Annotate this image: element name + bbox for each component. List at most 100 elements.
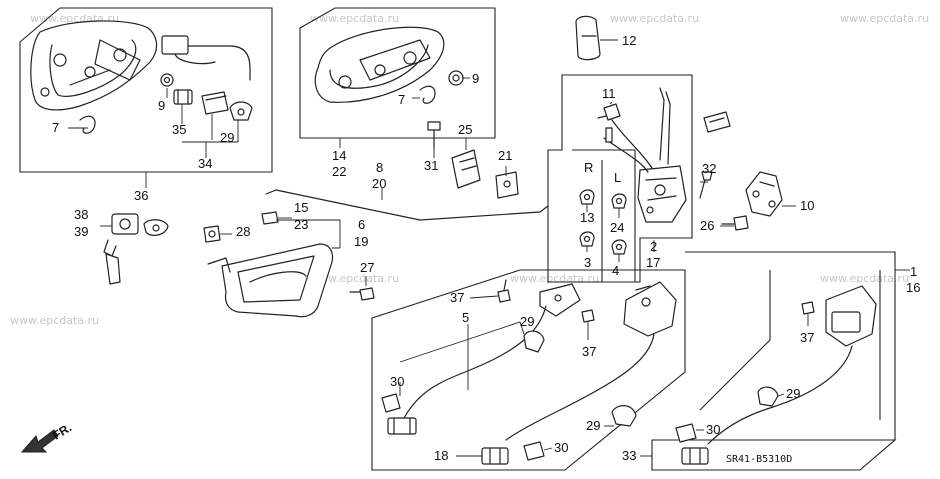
actuator-17 <box>505 281 677 441</box>
clip-13 <box>579 189 595 205</box>
connector-30-mid <box>523 441 545 461</box>
clip-29-low <box>611 405 637 427</box>
leader-lines <box>68 39 910 457</box>
clip-37-right <box>801 301 815 315</box>
outer-handle-right <box>314 26 445 103</box>
code-frame <box>651 439 897 471</box>
pad-25 <box>451 149 481 189</box>
clip-9-left <box>160 73 174 87</box>
connector-5-end <box>387 417 417 435</box>
bolt-31 <box>427 121 441 149</box>
callout-32: 32 <box>702 161 716 176</box>
watermark: www.epcdata.ru <box>310 272 399 285</box>
callout-13: 13 <box>580 210 594 225</box>
callout-28: 28 <box>236 224 250 239</box>
side-rl-divider <box>572 149 636 282</box>
screw-27 <box>349 287 375 301</box>
watermark: www.epcdata.ru <box>10 314 99 327</box>
callout-35: 35 <box>172 122 186 137</box>
outer-handle-left <box>30 20 158 111</box>
door-lock-2 <box>603 87 687 223</box>
lock-bracket <box>703 111 731 133</box>
callout-26: 26 <box>700 218 714 233</box>
callout-29: 29 <box>520 314 534 329</box>
clip-29-mid <box>523 330 545 353</box>
connector-18 <box>481 447 509 465</box>
connector-30-left <box>381 393 401 413</box>
actuator-5 <box>403 283 581 419</box>
door-lock-frame <box>547 74 693 283</box>
actuator-frame-lower <box>371 269 686 471</box>
callout-37: 37 <box>582 344 596 359</box>
clip-4 <box>611 239 627 255</box>
callout-25: 25 <box>458 122 472 137</box>
clip-24 <box>611 193 627 209</box>
callout-9: 9 <box>158 98 165 113</box>
callout-33: 33 <box>622 448 636 463</box>
callout-29: 29 <box>220 130 234 145</box>
callout-12: 12 <box>622 33 636 48</box>
callout-24: 24 <box>610 220 624 235</box>
callout-34: 34 <box>198 156 212 171</box>
inner-handle-6 <box>207 243 334 318</box>
callout-21: 21 <box>498 148 512 163</box>
key-cylinder-38 <box>103 213 169 285</box>
bracket-21 <box>495 171 519 199</box>
callout-10: 10 <box>800 198 814 213</box>
callout-29: 29 <box>786 386 800 401</box>
cylinder-34 <box>201 91 229 115</box>
callout-5: 5 <box>462 310 469 325</box>
screw-32 <box>699 171 713 199</box>
side-label-l: L <box>614 170 621 185</box>
callout-27: 27 <box>360 260 374 275</box>
actuator-frame-right <box>685 251 896 440</box>
clip-3 <box>579 231 595 247</box>
grommet-35 <box>173 89 193 105</box>
side-label-r: R <box>584 160 593 175</box>
callout-14: 14 <box>332 148 346 163</box>
callout-6: 6 <box>358 217 365 232</box>
frame-inner-diagonal <box>699 270 771 411</box>
clip-29-right <box>757 386 779 407</box>
group-frames <box>19 7 897 471</box>
diagram-code: SR41-B5310D <box>726 454 792 465</box>
watermark: www.epcdata.ru <box>310 12 399 25</box>
callout-20: 20 <box>372 176 386 191</box>
outer-handle-frame-left <box>19 7 273 173</box>
callout-15: 15 <box>294 200 308 215</box>
striker-10 <box>745 171 783 217</box>
callout-30: 30 <box>706 422 720 437</box>
watermark: www.epcdata.ru <box>820 272 909 285</box>
watermark: www.epcdata.ru <box>840 12 929 25</box>
callout-29: 29 <box>586 418 600 433</box>
callout-9: 9 <box>472 71 479 86</box>
callout-2: 2 <box>650 239 657 254</box>
connector-30-right <box>675 423 697 443</box>
callout-19: 19 <box>354 234 368 249</box>
connector-33 <box>681 447 709 465</box>
callout-31: 31 <box>424 158 438 173</box>
callout-1: 1 <box>910 264 917 279</box>
callout-8: 8 <box>376 160 383 175</box>
callout-17: 17 <box>646 255 660 270</box>
actuator-1 <box>707 285 877 445</box>
clip-28 <box>203 225 221 243</box>
lock-cover-12 <box>575 15 601 61</box>
handle-rod-left <box>161 35 251 81</box>
watermark: www.epcdata.ru <box>510 272 599 285</box>
watermark: www.epcdata.ru <box>610 12 699 25</box>
callout-labels-main: 11 12 7 9 35 29 34 36 7 9 14 22 31 25 21… <box>52 33 920 465</box>
callout-3: 3 <box>584 255 591 270</box>
callout-7: 7 <box>398 92 405 107</box>
clip-37-mid <box>581 309 595 323</box>
callout-38: 38 <box>74 207 88 222</box>
clip-15 <box>261 211 279 225</box>
callout-22: 22 <box>332 164 346 179</box>
callout-39: 39 <box>74 224 88 239</box>
callout-36: 36 <box>134 188 148 203</box>
clip-9-right <box>448 70 464 86</box>
callout-23: 23 <box>294 217 308 232</box>
clip-29-left <box>229 101 253 121</box>
rod-8 <box>265 189 549 221</box>
callout-30: 30 <box>390 374 404 389</box>
